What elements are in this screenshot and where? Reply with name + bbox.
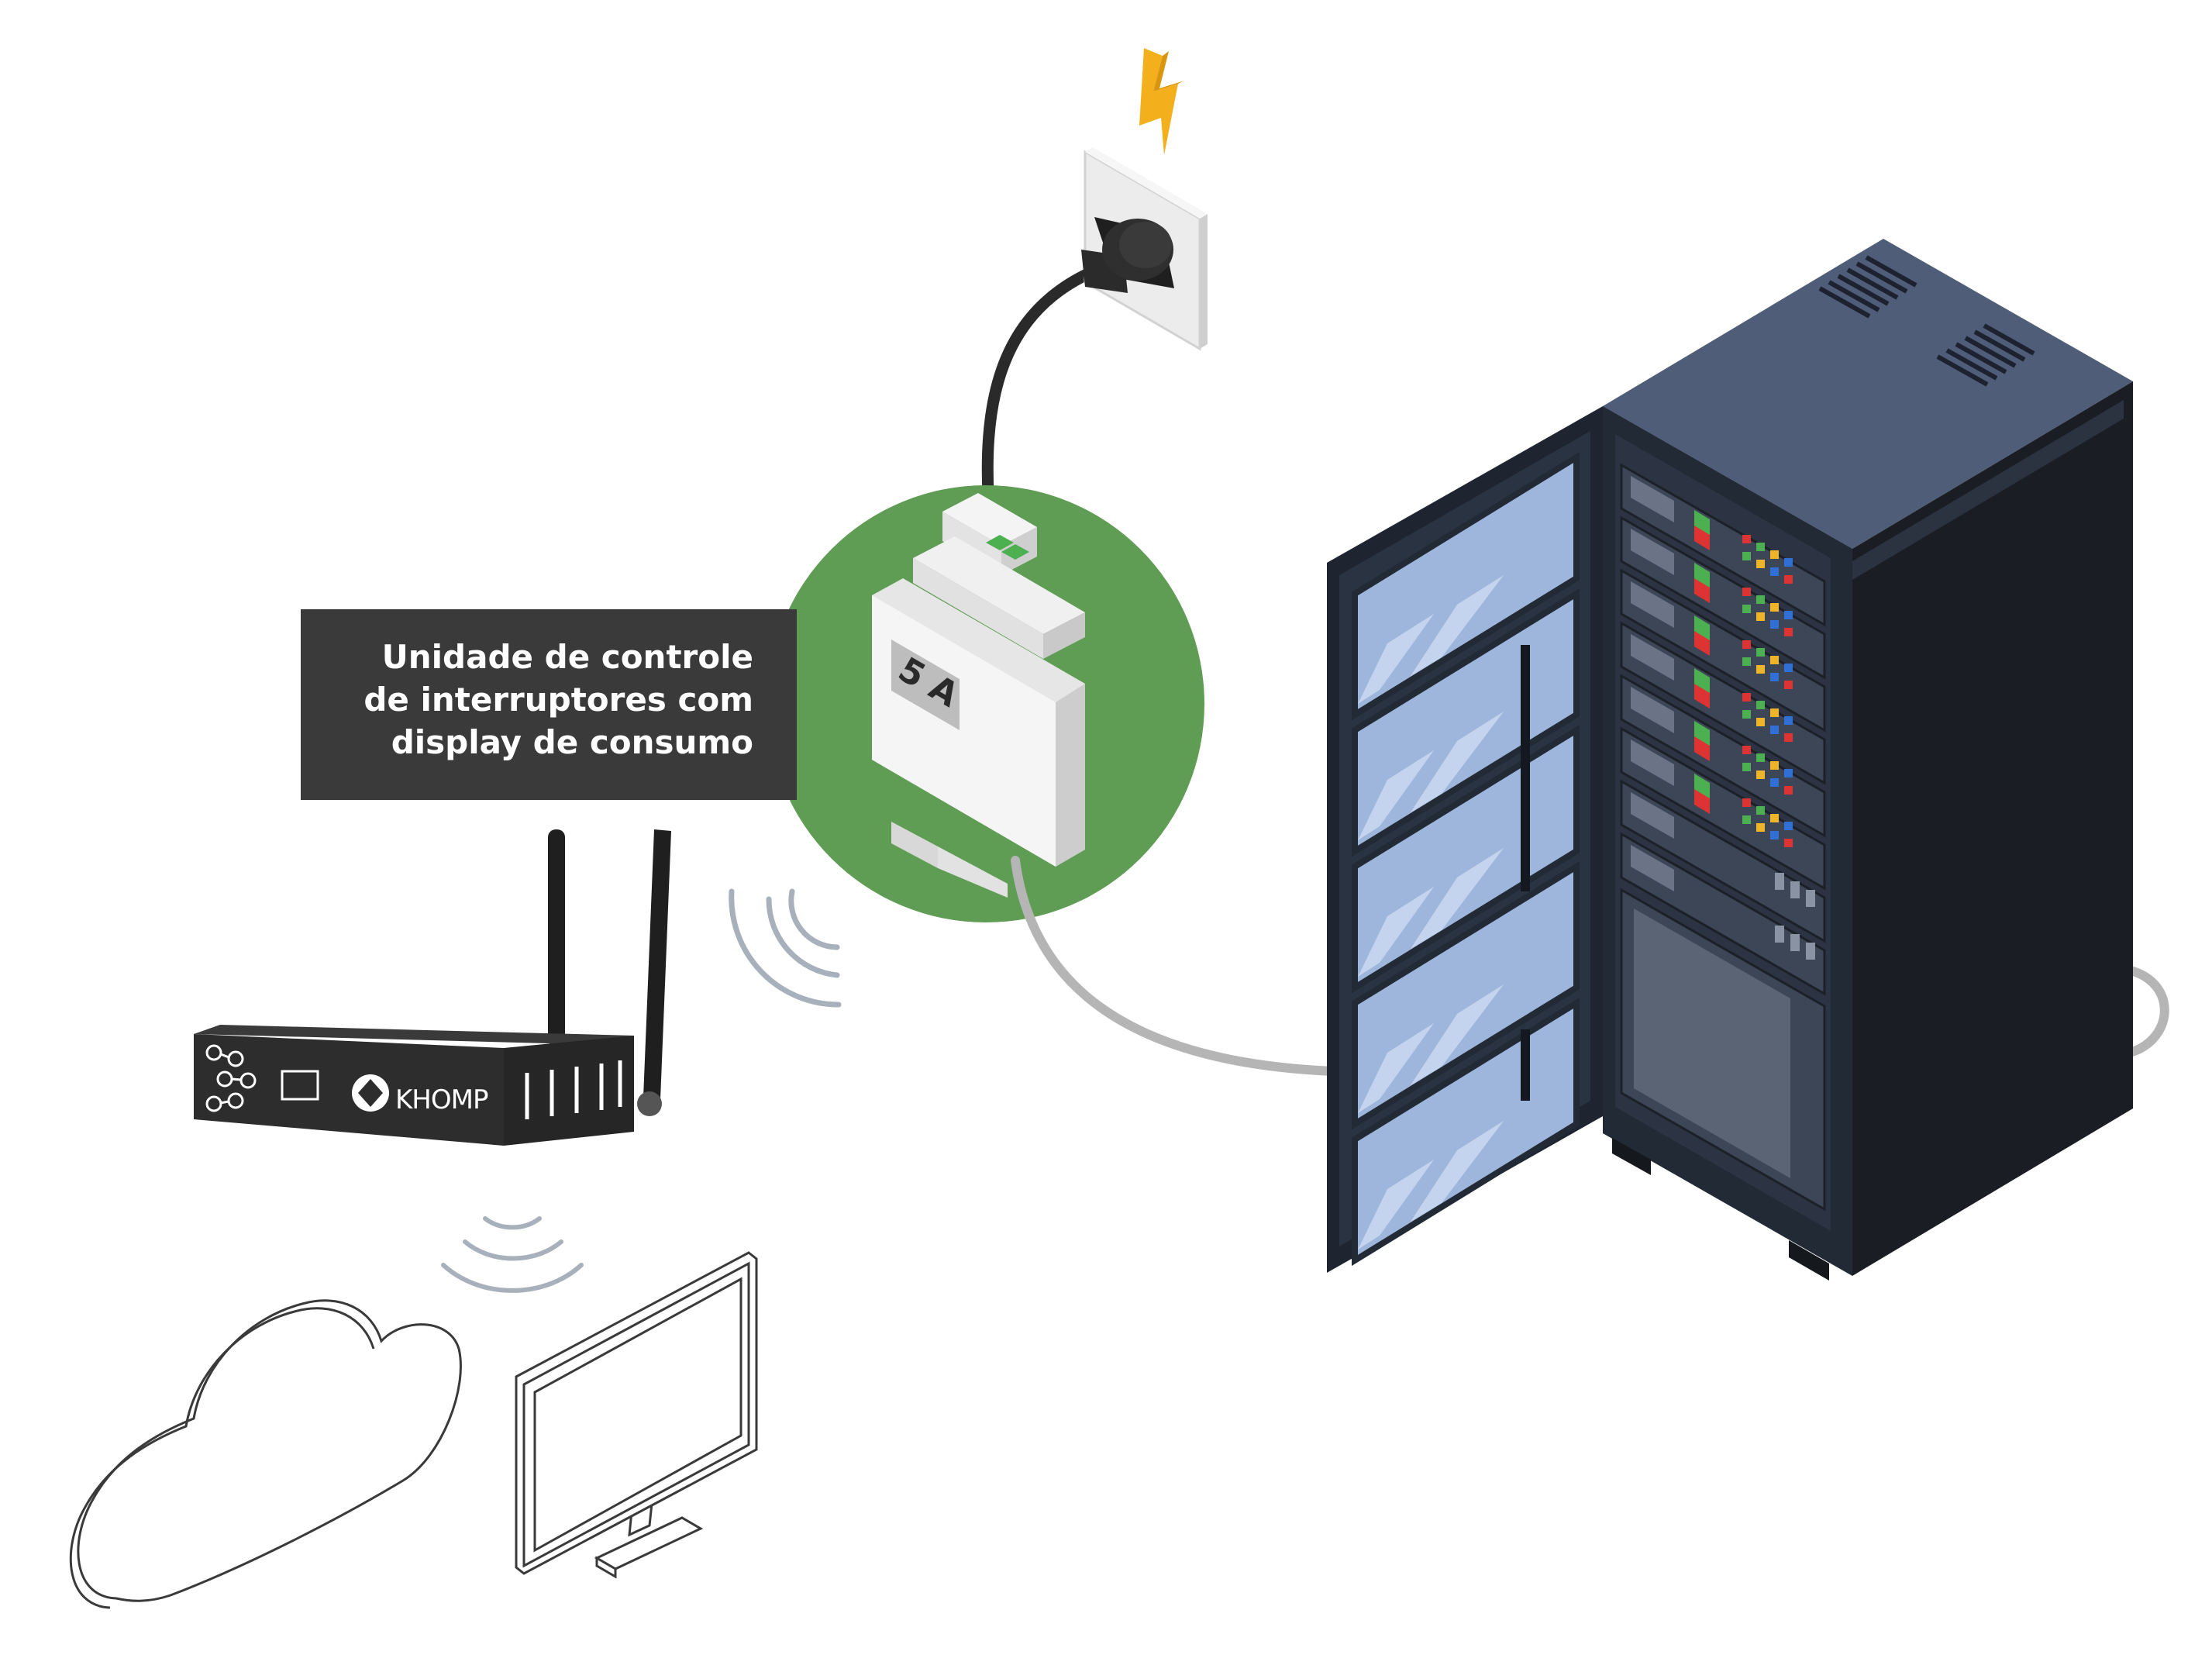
power-plug-icon [1081, 217, 1174, 293]
server-unit [1620, 463, 1826, 627]
glass-reflection [1411, 848, 1504, 949]
khomp-logo-icon [352, 1074, 389, 1112]
circuit-breaker-icon [872, 493, 1085, 898]
glass-reflection [1358, 1023, 1434, 1113]
wireless-gateway-icon [194, 829, 671, 1146]
rack-power-cable [1011, 856, 1338, 1076]
rack-rear-cable [2119, 964, 2169, 1057]
server-unit [1620, 568, 1826, 733]
wifi-signal-icon [441, 1216, 584, 1293]
server-unit [1620, 674, 1826, 838]
gateway-brand-label: KHOMP [395, 1084, 488, 1115]
glass-reflection [1411, 575, 1504, 676]
callout-line-2: de interruptores com [363, 681, 753, 719]
server-unit [1620, 621, 1826, 785]
door-glass-pane [1352, 860, 1580, 1130]
glass-reflection [1358, 887, 1434, 977]
glass-reflection [1358, 614, 1434, 704]
callout-line-1: Unidade de controle [381, 638, 753, 676]
glass-reflection [1358, 750, 1434, 840]
door-glass-panes [1352, 451, 1580, 1267]
door-glass-pane [1352, 451, 1580, 721]
callout-line-3: display de consumo [391, 723, 753, 761]
power-cable [981, 269, 1091, 524]
wifi-signal-icon [729, 888, 842, 1008]
glass-reflection [1358, 1160, 1434, 1250]
server-unit [1620, 779, 1826, 943]
server-unit [1620, 515, 1826, 680]
monitor-icon [515, 1251, 758, 1579]
glass-reflection [1411, 984, 1504, 1085]
rack-units [1620, 463, 1826, 1212]
rack-top-vents [1818, 255, 2035, 387]
glass-reflection [1411, 712, 1504, 812]
glass-reflection [1411, 1121, 1504, 1222]
lightning-icon [1139, 48, 1184, 155]
cloud-icon [69, 1299, 462, 1609]
server-unit [1620, 726, 1826, 891]
server-unit [1620, 832, 1826, 996]
callout-label: Unidade de controle de interruptores com… [301, 609, 797, 800]
